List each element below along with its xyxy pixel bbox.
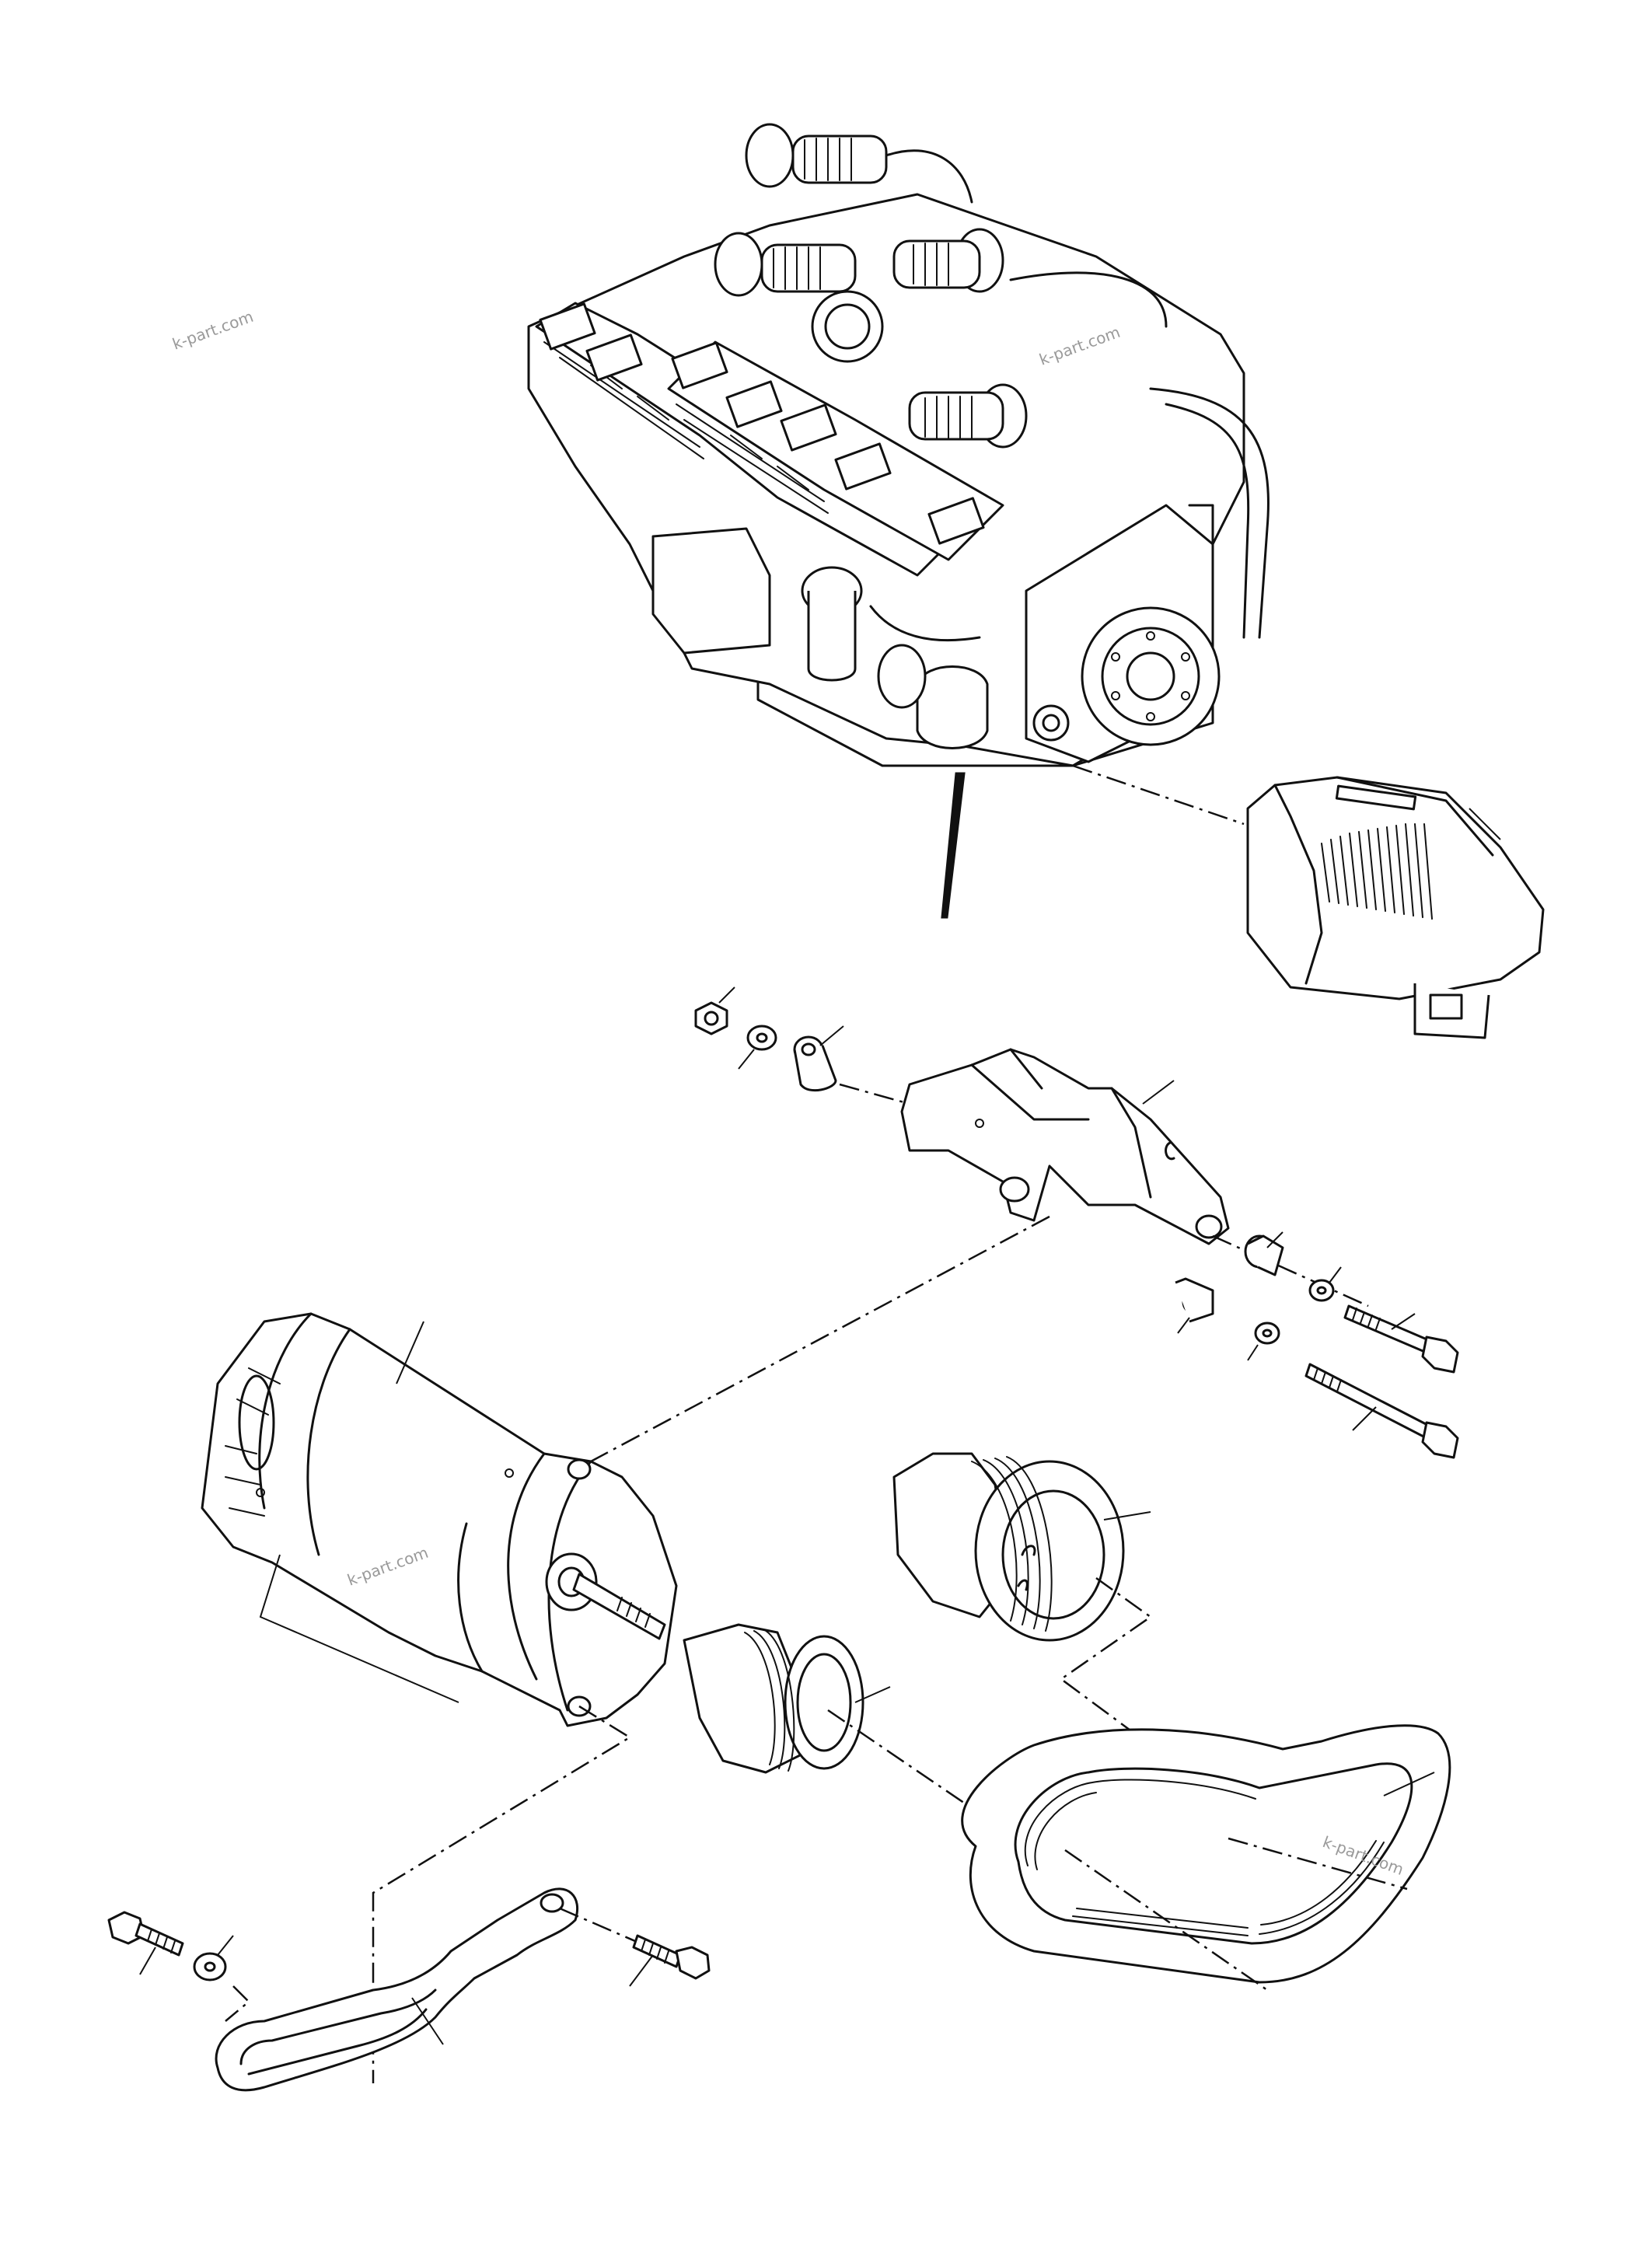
v-belt: [961, 1724, 1451, 1984]
bolt: [107, 1911, 184, 1975]
washer: [738, 1025, 777, 1070]
adjusting-link: [215, 1887, 579, 2092]
nut: [694, 986, 735, 1035]
bolt: [1304, 1363, 1459, 1459]
engine-assembly: [527, 123, 1270, 919]
bolt: [1343, 1304, 1459, 1374]
spacer: [1175, 1231, 1284, 1334]
alternator-bracket: [900, 1048, 1230, 1245]
bolt: [629, 1934, 711, 1987]
alternator-guard: [1246, 776, 1545, 1039]
alternator-pulley: [683, 1623, 891, 1774]
watermark: k-part.com: [170, 307, 257, 354]
washer: [193, 1935, 234, 1981]
washer: [1247, 1266, 1342, 1361]
crankshaft-pulley: [892, 1452, 1151, 1642]
alternator: [201, 1312, 678, 1727]
bushing: [793, 1025, 844, 1092]
